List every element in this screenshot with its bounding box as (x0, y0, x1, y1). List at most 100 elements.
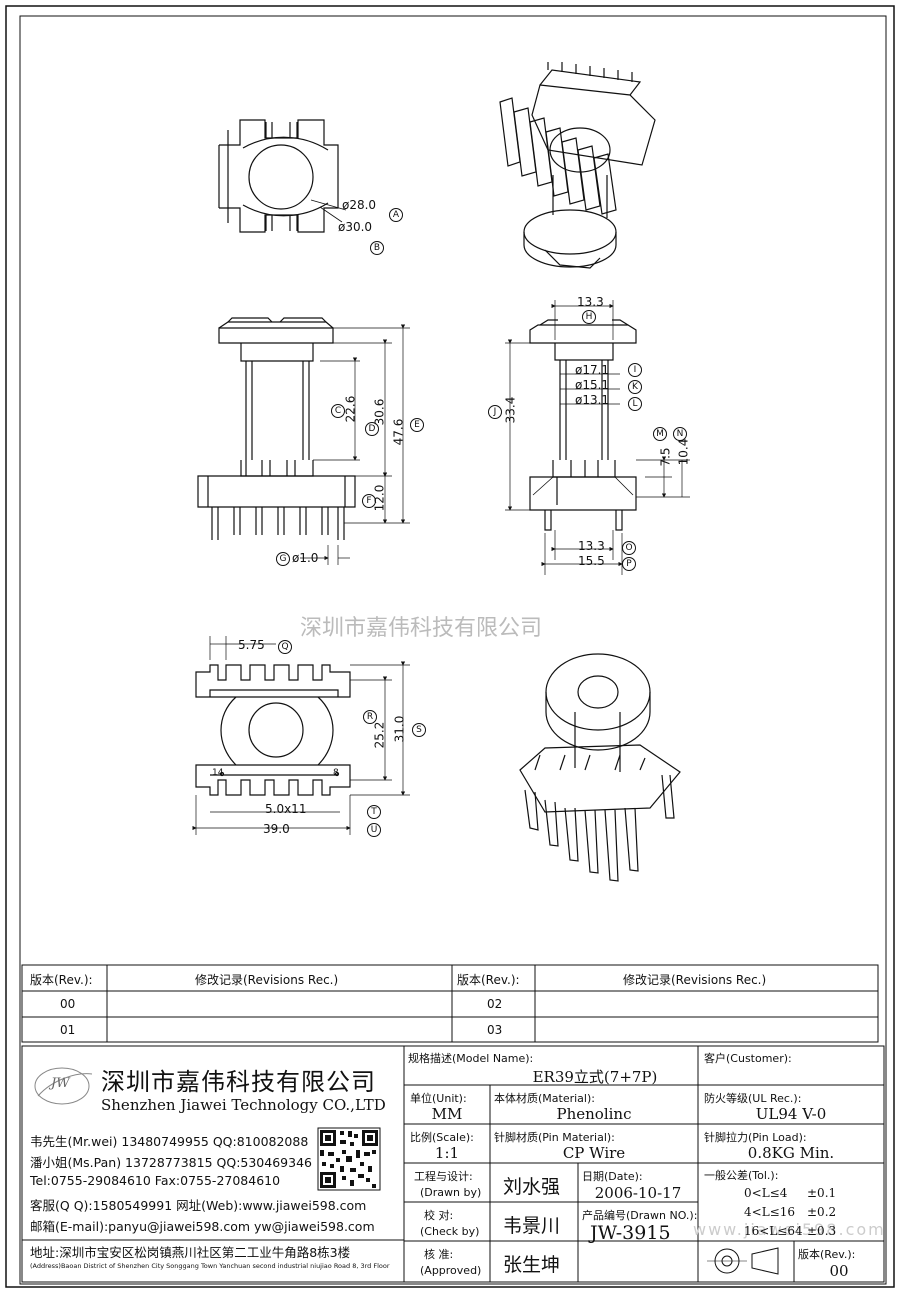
watermark: 深圳市嘉伟科技有限公司 (300, 616, 543, 641)
pin-load-value: 0.8KG Min. (747, 1144, 835, 1162)
pin-label-8: 8 (333, 768, 339, 778)
ul-label: 防火等级(UL Rec.): (704, 1092, 802, 1105)
drawn-label-en: (Drawn by) (420, 1186, 482, 1199)
tolerance-label: 一般公差(Tol.): (704, 1169, 779, 1182)
pin-material-label: 针脚材质(Pin Material): (494, 1131, 615, 1144)
tag-o: O (622, 541, 636, 555)
drawn-by-value: 刘水强 (503, 1176, 561, 1198)
dim-r: 25.2 (372, 721, 387, 749)
rev-value: 00 (829, 1262, 849, 1280)
inner-border (19, 15, 887, 1285)
iso-view-bottom (519, 653, 681, 882)
tag-q: Q (278, 640, 292, 654)
tol-val-3: ±0.3 (807, 1224, 837, 1238)
contact-pan: 潘小姐(Ms.Pan) 13728773815 QQ:530469346 (30, 1155, 312, 1170)
dim-p: 15.5 (578, 554, 605, 568)
company-name-cn: 深圳市嘉伟科技有限公司 (101, 1068, 376, 1096)
ul-value: UL94 V-0 (755, 1105, 827, 1123)
dim-t: 5.0x11 (265, 802, 307, 816)
approve-label: 核 准: (424, 1248, 454, 1261)
rev-label: 版本(Rev.): (798, 1248, 856, 1261)
material-label: 本体材质(Material): (494, 1092, 595, 1105)
dim-c: 22.6 (343, 395, 358, 423)
tag-m: M (653, 427, 667, 441)
tag-t: T (367, 805, 381, 819)
rev-row-03: 03 (487, 1023, 503, 1037)
tag-p: P (622, 557, 636, 571)
address-en: (Address)Baoan District of Shenzhen City… (30, 1262, 390, 1270)
dim-l: ø13.1 (575, 393, 610, 407)
contact-email: 邮箱(E-mail):panyu@jiawei598.com yw@jiawei… (30, 1219, 375, 1234)
top-view (218, 119, 347, 233)
dim-q: 5.75 (238, 638, 265, 652)
unit-value: MM (431, 1105, 463, 1123)
dim-i: ø17.1 (575, 363, 610, 377)
rec-header-left: 修改记录(Revisions Rec.) (195, 973, 339, 987)
dim-o: 13.3 (578, 539, 605, 553)
bottom-view (192, 636, 410, 835)
rec-header-right: 修改记录(Revisions Rec.) (623, 973, 767, 987)
dim-u: 39.0 (263, 822, 290, 836)
tol-val-1: ±0.1 (807, 1186, 837, 1200)
drawn-label: 工程与设计: (414, 1170, 473, 1183)
front-view (197, 317, 410, 565)
outer-border (5, 5, 895, 1288)
pin-load-label: 针脚拉力(Pin Load): (704, 1131, 807, 1144)
side-view (505, 300, 690, 575)
rev-row-01: 01 (60, 1023, 76, 1037)
drawn-no-label: 产品编号(Drawn NO.): (582, 1209, 698, 1222)
dim-d30: ø30.0 (338, 220, 373, 234)
rev-header-right: 版本(Rev.): (457, 973, 520, 987)
tag-s: S (412, 723, 426, 737)
company-logo: JW (51, 1076, 70, 1091)
tag-u: U (367, 823, 381, 837)
dim-d28: ø28.0 (342, 198, 377, 212)
tol-range-3: 16<L≤64 (744, 1224, 803, 1238)
dim-g: ø1.0 (292, 551, 319, 565)
tag-k: K (628, 380, 642, 394)
dim-j: 33.4 (503, 396, 518, 424)
tag-l: L (628, 397, 642, 411)
company-name-en: Shenzhen Jiawei Technology CO.,LTD (101, 1096, 386, 1114)
tag-d: D (365, 422, 379, 436)
contact-wei: 韦先生(Mr.wei) 13480749955 QQ:810082088 (30, 1134, 309, 1149)
tag-f: F (362, 494, 376, 508)
rev-row-00: 00 (60, 997, 76, 1011)
model-label: 规格描述(Model Name): (408, 1052, 534, 1065)
contact-tel-fax: Tel:0755-29084610 Fax:0755-27084610 (30, 1173, 281, 1188)
tag-j: J (488, 405, 502, 419)
customer-label: 客户(Customer): (704, 1052, 792, 1065)
pin-material-value: CP Wire (562, 1144, 626, 1162)
tol-range-2: 4<L≤16 (744, 1205, 795, 1219)
drawn-no-value: JW-3915 (590, 1222, 671, 1244)
address-cn: 地址:深圳市宝安区松岗镇燕川社区第二工业牛角路8栋3楼 (30, 1245, 351, 1260)
tag-h: H (582, 310, 596, 324)
check-by-value: 韦景川 (503, 1215, 561, 1237)
tag-i: I (628, 363, 642, 377)
approve-by-value: 张生坤 (503, 1254, 561, 1276)
unit-label: 单位(Unit): (410, 1092, 467, 1105)
material-value: Phenolinc (556, 1105, 632, 1123)
scale-label: 比例(Scale): (410, 1131, 474, 1144)
tag-b: B (370, 241, 384, 255)
contact-qq-web: 客服(Q Q):1580549991 网址(Web):www.jiawei598… (30, 1198, 367, 1213)
tol-val-2: ±0.2 (807, 1205, 837, 1219)
model-value: ER39立式(7+7P) (532, 1068, 658, 1086)
pin-label-14: 14 (212, 768, 224, 778)
title-block (21, 1045, 885, 1283)
dim-m: 7.5 (658, 447, 673, 467)
dim-k: ø15.1 (575, 378, 610, 392)
dim-n: 10.4 (676, 438, 691, 466)
iso-view-top (499, 62, 656, 269)
approve-label-en: (Approved) (420, 1264, 482, 1277)
dim-e: 47.6 (391, 418, 406, 446)
date-value: 2006-10-17 (594, 1184, 682, 1202)
revision-table (21, 964, 879, 1043)
rev-header-left: 版本(Rev.): (30, 973, 93, 987)
check-label-en: (Check by) (420, 1225, 480, 1238)
dim-d: 30.6 (372, 398, 387, 426)
check-label: 校 对: (424, 1209, 454, 1222)
date-label: 日期(Date): (582, 1170, 643, 1183)
